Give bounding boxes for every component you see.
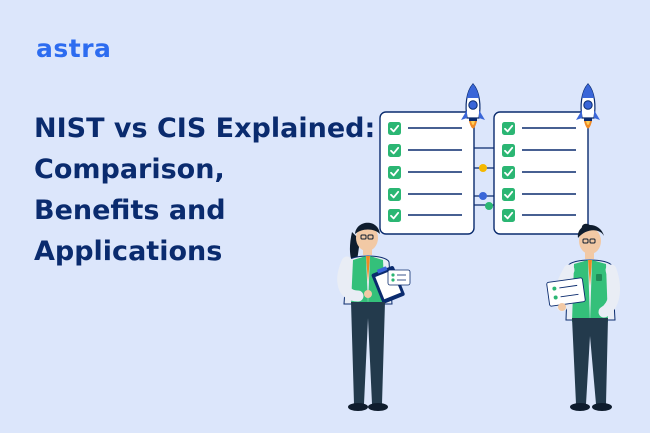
title-line-1: NIST vs CIS Explained: bbox=[34, 113, 376, 144]
person-holding-card-icon bbox=[546, 223, 620, 411]
astra-logo: astra bbox=[36, 34, 112, 63]
left-checklist-icon bbox=[379, 111, 475, 235]
connector-dot-yellow bbox=[479, 164, 487, 172]
right-checklist-icon bbox=[493, 111, 589, 235]
title-line-3: Benefits and bbox=[34, 195, 226, 226]
connector-dot-green bbox=[485, 202, 493, 210]
person-with-clipboard-icon bbox=[337, 222, 411, 411]
page-title: NIST vs CIS Explained: Comparison, Benef… bbox=[34, 108, 394, 272]
connector-lines bbox=[474, 147, 494, 210]
title-line-2: Comparison, bbox=[34, 154, 225, 185]
connector-dot-blue bbox=[479, 192, 487, 200]
title-line-4: Applications bbox=[34, 236, 223, 267]
